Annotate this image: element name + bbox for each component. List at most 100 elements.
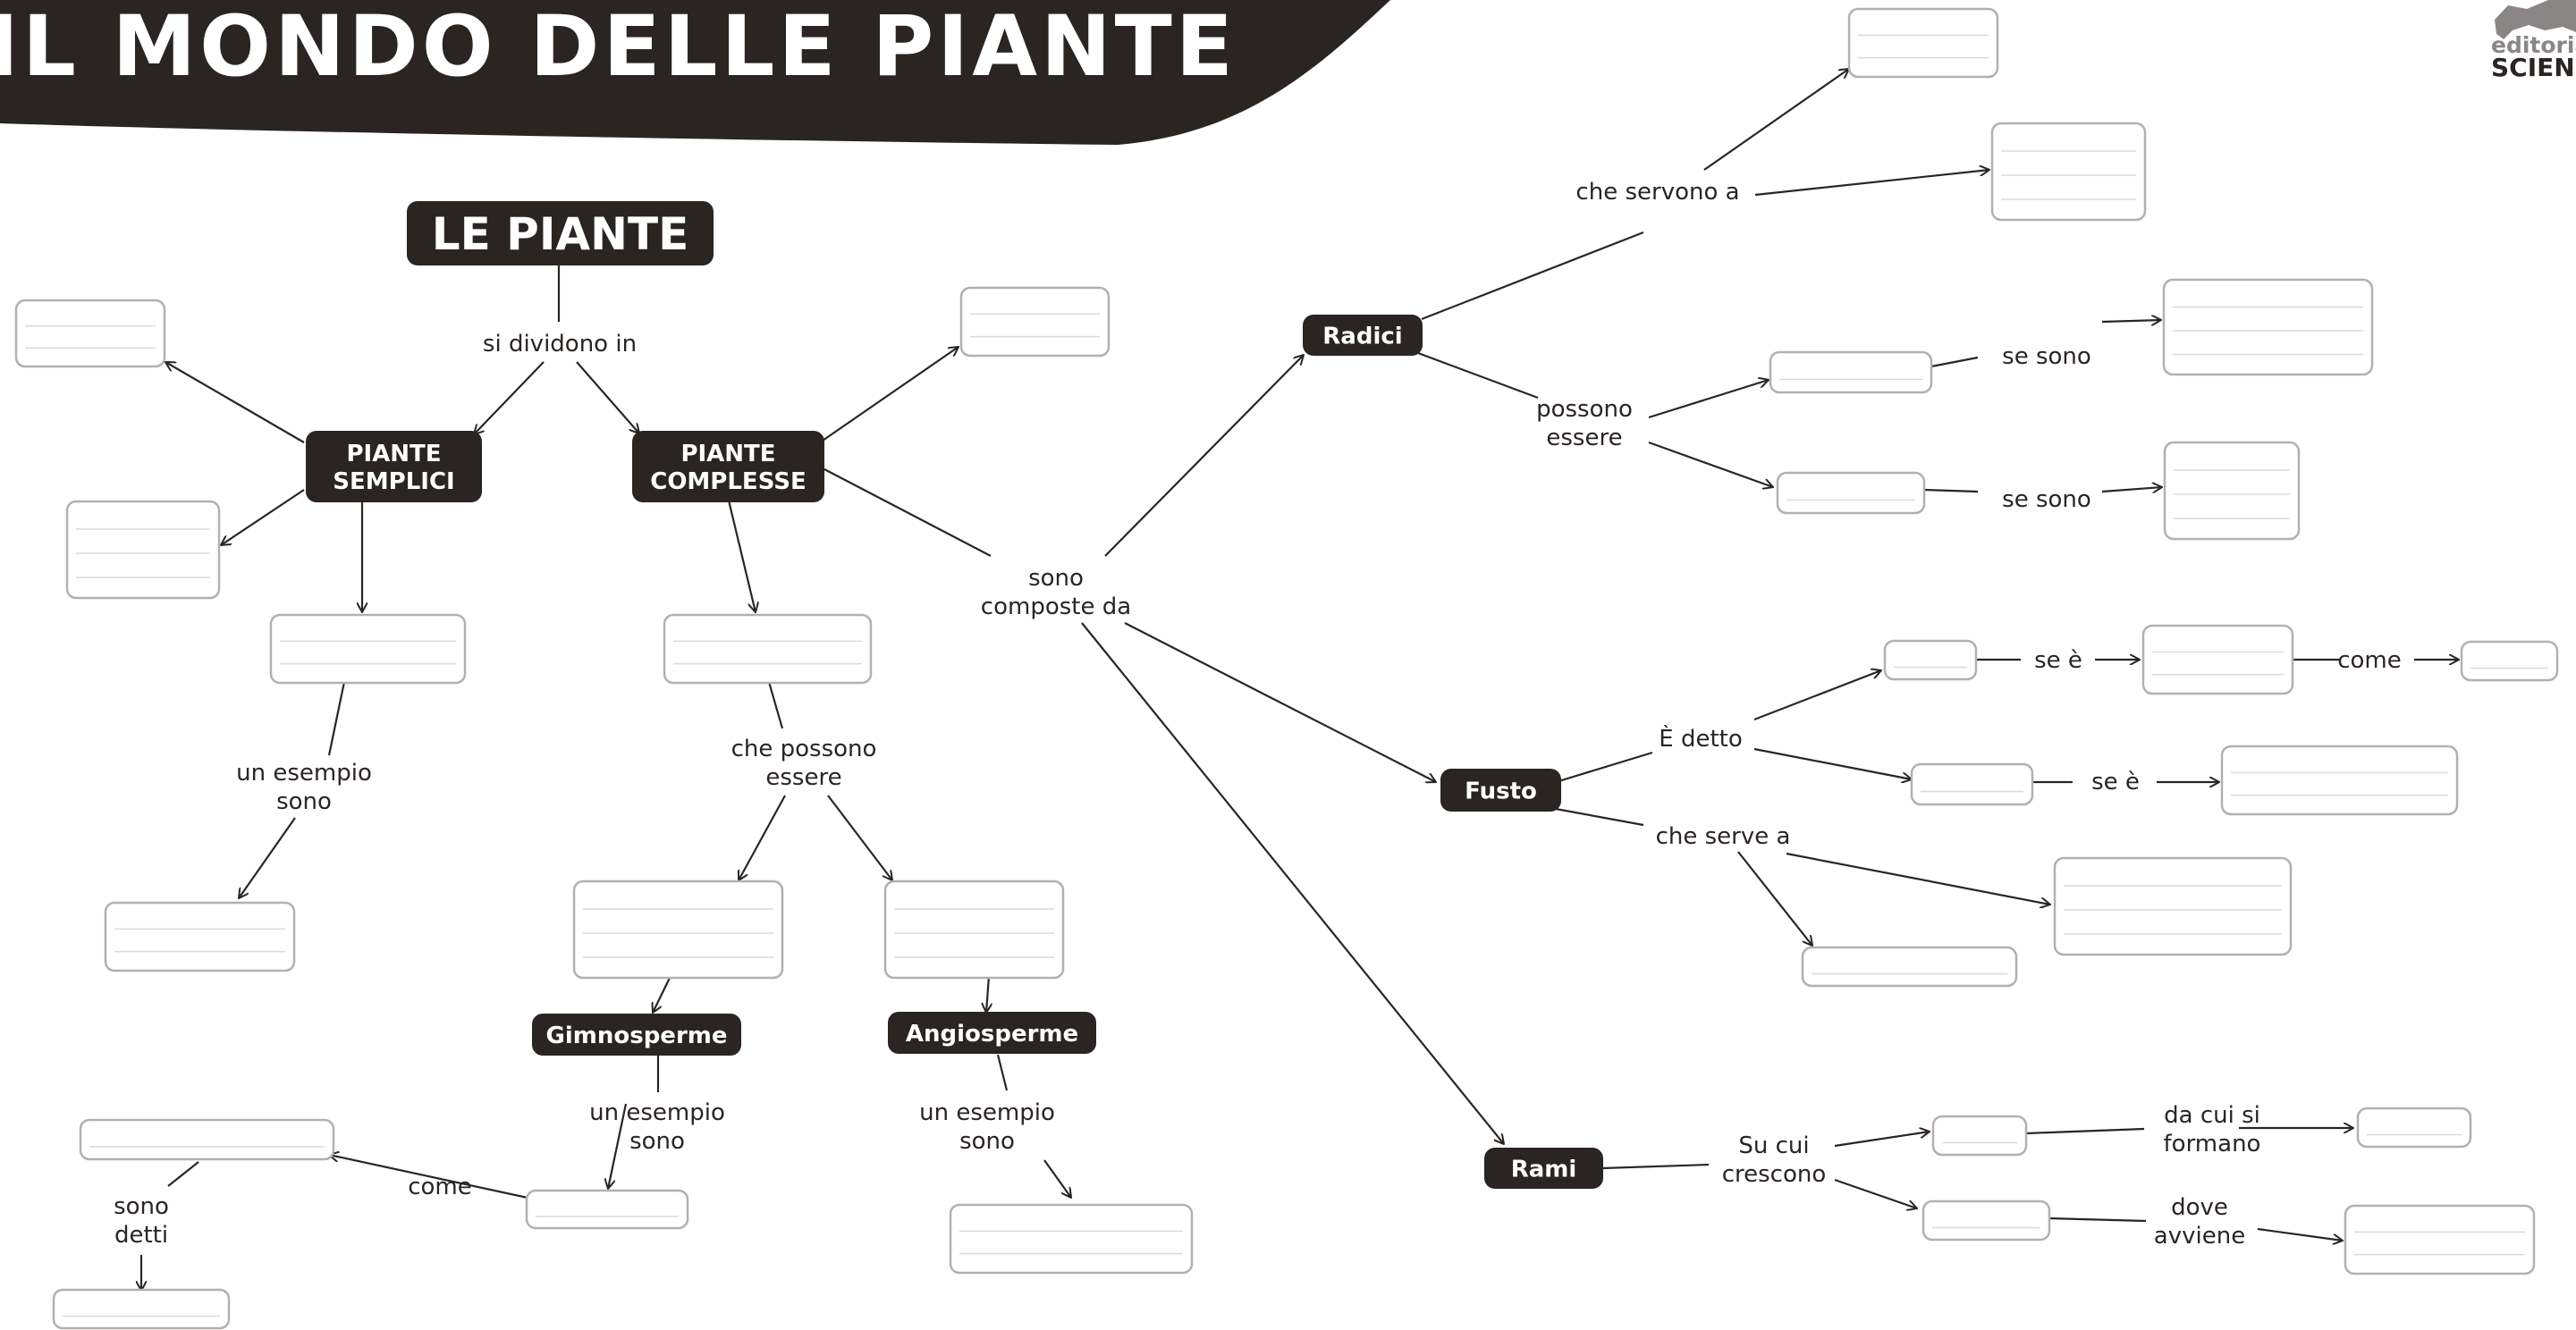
blank-answer-box[interactable] bbox=[1776, 471, 1926, 515]
blank-answer-box[interactable] bbox=[1931, 1115, 2028, 1157]
connector-line bbox=[1737, 851, 1812, 946]
node-gimnosperme: Gimnosperme bbox=[532, 1014, 741, 1056]
blank-answer-box[interactable] bbox=[2053, 856, 2293, 956]
link-label-text: da cui si bbox=[2164, 1102, 2260, 1129]
blank-answer-box[interactable] bbox=[2220, 745, 2459, 816]
link-label-text: se è bbox=[2091, 769, 2140, 795]
link-label-text: detti bbox=[114, 1222, 168, 1249]
node-label: Angiosperme bbox=[906, 1021, 1078, 1048]
connector-line bbox=[1753, 747, 1912, 779]
blank-answer-box[interactable] bbox=[269, 613, 467, 685]
blank-answer-box[interactable] bbox=[2356, 1107, 2472, 1149]
blank-answer-box[interactable] bbox=[1990, 122, 2147, 222]
link-label-text: sono bbox=[1028, 565, 1084, 592]
blank-answer-box[interactable] bbox=[2460, 640, 2559, 682]
link-label: come bbox=[408, 1174, 472, 1200]
link-label-text: sono bbox=[959, 1128, 1015, 1155]
page-title: IL MONDO DELLE PIANTE bbox=[0, 0, 1237, 96]
connector-line bbox=[165, 362, 305, 443]
connector-line bbox=[823, 468, 992, 557]
link-label-text: come bbox=[2337, 647, 2402, 674]
node-rami: Rami bbox=[1484, 1148, 1603, 1189]
connector-line bbox=[608, 1103, 628, 1189]
blank-answer-box[interactable] bbox=[572, 880, 784, 980]
blank-answer-box[interactable] bbox=[104, 901, 296, 972]
link-label-text: sono bbox=[629, 1128, 685, 1155]
connector-line bbox=[1421, 231, 1644, 321]
node-fusto: Fusto bbox=[1440, 769, 1561, 812]
blank-answer-boxes bbox=[14, 7, 2559, 1330]
link-label: È detto bbox=[1659, 724, 1743, 753]
node-label: Fusto bbox=[1465, 778, 1537, 804]
link-label: se sono bbox=[2002, 343, 2091, 370]
blank-answer-box[interactable] bbox=[663, 613, 873, 685]
connector-line bbox=[329, 1155, 528, 1200]
connector-line bbox=[739, 795, 786, 880]
connector-line bbox=[653, 975, 671, 1013]
node-label: LE PIANTE bbox=[432, 208, 688, 260]
connector-line bbox=[474, 361, 545, 434]
blank-answer-box[interactable] bbox=[2344, 1204, 2536, 1275]
node-le-piante: LE PIANTE bbox=[407, 201, 714, 265]
blank-answer-box[interactable] bbox=[525, 1189, 689, 1230]
blank-answer-box[interactable] bbox=[1769, 350, 1933, 394]
blank-answer-box[interactable] bbox=[1921, 1200, 2051, 1242]
node-label: Rami bbox=[1511, 1156, 1577, 1183]
publisher-logo: editoria SCIENZ bbox=[2491, 0, 2576, 82]
connector-line bbox=[221, 489, 305, 545]
blank-answer-box[interactable] bbox=[2163, 441, 2301, 541]
blank-answer-box[interactable] bbox=[949, 1203, 1194, 1275]
connector-line bbox=[1703, 69, 1849, 171]
blank-answer-box[interactable] bbox=[883, 880, 1065, 980]
link-label-text: che servono a bbox=[1575, 179, 1739, 206]
blank-answer-box[interactable] bbox=[1847, 7, 1999, 79]
link-label-text: È detto bbox=[1659, 724, 1743, 753]
connector-line bbox=[2101, 320, 2161, 322]
connector-line bbox=[327, 681, 346, 756]
connector-line bbox=[727, 500, 756, 612]
link-label-text: come bbox=[408, 1174, 472, 1200]
connector-line bbox=[239, 817, 296, 898]
link-label-text: sono bbox=[114, 1193, 169, 1220]
link-label-text: se sono bbox=[2002, 343, 2091, 370]
connector-line bbox=[167, 1161, 199, 1187]
blank-answer-box[interactable] bbox=[14, 299, 166, 368]
connector-line bbox=[1043, 1159, 1071, 1198]
blank-answer-box[interactable] bbox=[1801, 946, 2018, 988]
connector-line bbox=[1834, 1178, 1917, 1208]
link-label-text: formano bbox=[2164, 1131, 2261, 1157]
blank-answer-box[interactable] bbox=[2141, 624, 2294, 695]
connector-line bbox=[1834, 1132, 1930, 1148]
node-label: PIANTE bbox=[680, 441, 775, 467]
connector-line bbox=[1923, 488, 1979, 493]
node-radici: Radici bbox=[1303, 315, 1423, 356]
connector-line bbox=[986, 975, 989, 1013]
blank-answer-box[interactable] bbox=[2162, 278, 2374, 376]
connector-line bbox=[2257, 1227, 2343, 1241]
link-label-text: dove bbox=[2171, 1194, 2228, 1221]
logo-text-bottom: SCIENZ bbox=[2491, 53, 2576, 82]
blank-answer-box[interactable] bbox=[1883, 639, 1978, 681]
blank-answer-box[interactable] bbox=[79, 1118, 335, 1161]
link-label-text: che serve a bbox=[1656, 823, 1791, 850]
connector-line bbox=[1555, 751, 1653, 784]
node-angiosperme: Angiosperme bbox=[888, 1012, 1096, 1054]
connector-line bbox=[1081, 622, 1504, 1144]
blank-answer-box[interactable] bbox=[52, 1288, 231, 1330]
connector-line bbox=[1417, 351, 1539, 400]
blank-answer-box[interactable] bbox=[65, 500, 221, 600]
node-label: Radici bbox=[1322, 323, 1402, 349]
blank-answer-box[interactable] bbox=[959, 286, 1111, 358]
node-label: COMPLESSE bbox=[650, 468, 806, 495]
blank-answer-box[interactable] bbox=[1910, 762, 2034, 806]
connector-line bbox=[767, 681, 784, 729]
